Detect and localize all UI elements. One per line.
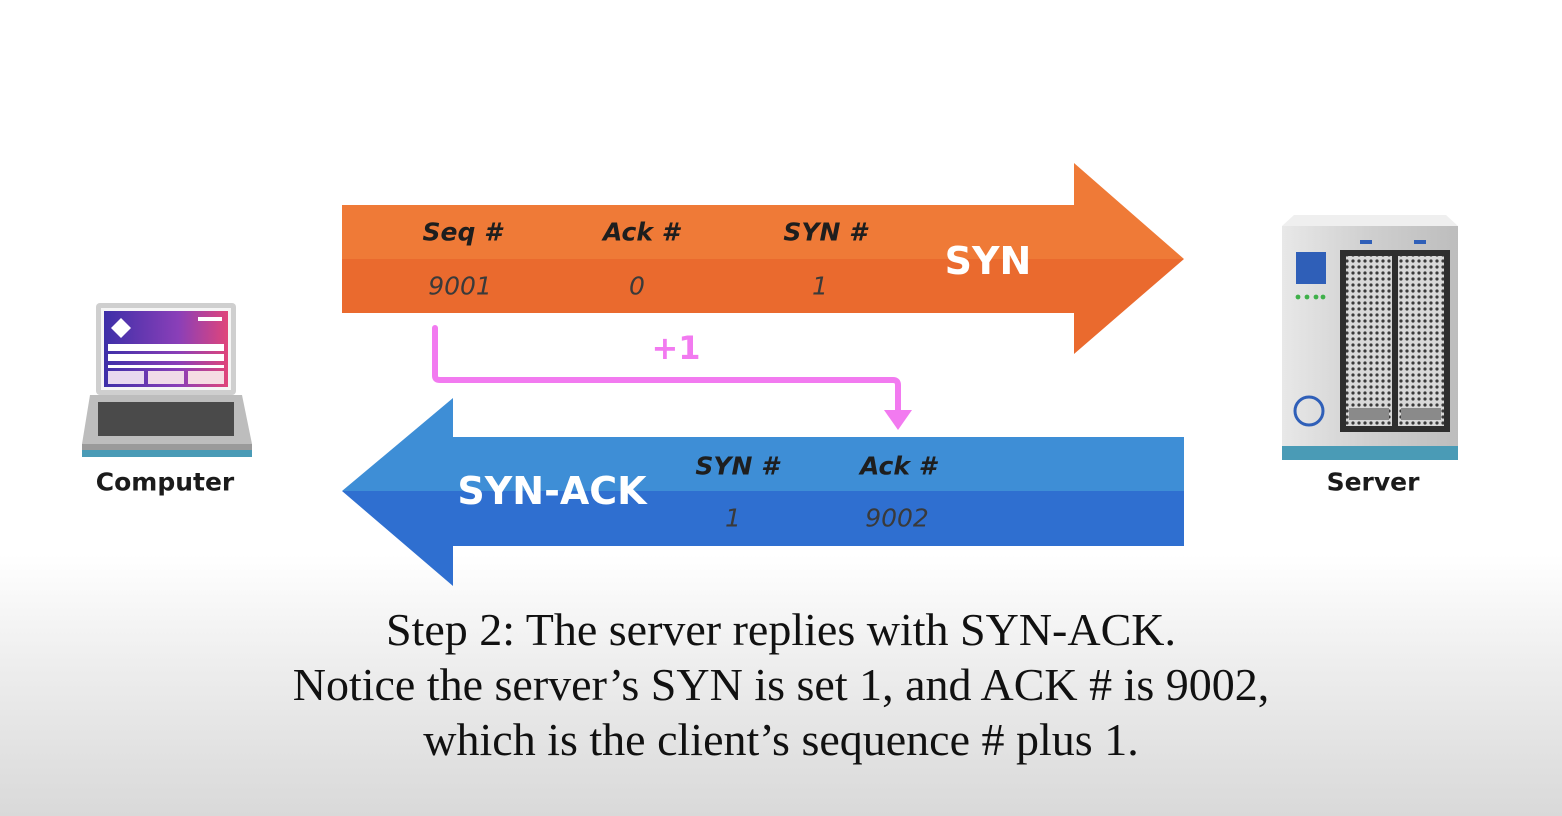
computer-label: Computer xyxy=(95,467,235,497)
syn-arrow-top xyxy=(342,163,1184,259)
syn-field-seq-header: Seq # xyxy=(422,217,502,247)
syn-field-ack-value: 0 xyxy=(629,271,645,301)
syn-field-ack-header: Ack # xyxy=(602,217,680,247)
synack-field-syn-value: 1 xyxy=(725,503,741,533)
synack-arrow-bottom xyxy=(342,491,1184,586)
syn-field-syn-header: SYN # xyxy=(783,217,867,247)
synack-arrow-label: SYN-ACK xyxy=(457,469,647,513)
caption-line-3: which is the client’s sequence # plus 1. xyxy=(423,714,1139,765)
synack-field-ack-header: Ack # xyxy=(859,451,937,481)
increment-label: +1 xyxy=(651,329,701,367)
syn-arrow-label: SYN xyxy=(944,239,1032,283)
laptop-icon xyxy=(82,303,252,457)
increment-arrowhead xyxy=(884,410,912,430)
server-label: Server xyxy=(1326,467,1420,497)
syn-arrow xyxy=(342,163,1184,354)
synack-field-syn-header: SYN # xyxy=(695,451,779,481)
syn-field-seq-value: 9001 xyxy=(428,271,492,301)
syn-arrow-bottom xyxy=(342,259,1184,354)
increment-connector xyxy=(432,325,912,430)
syn-field-syn-value: 1 xyxy=(812,271,828,301)
synack-arrow xyxy=(342,398,1184,586)
synack-field-ack-value: 9002 xyxy=(865,503,929,533)
server-icon xyxy=(1282,215,1458,460)
synack-arrow-top xyxy=(342,398,1184,491)
caption: Step 2: The server replies with SYN-ACK.… xyxy=(0,602,1562,767)
caption-line-2: Notice the server’s SYN is set 1, and AC… xyxy=(292,659,1270,710)
caption-line-1: Step 2: The server replies with SYN-ACK. xyxy=(386,604,1176,655)
